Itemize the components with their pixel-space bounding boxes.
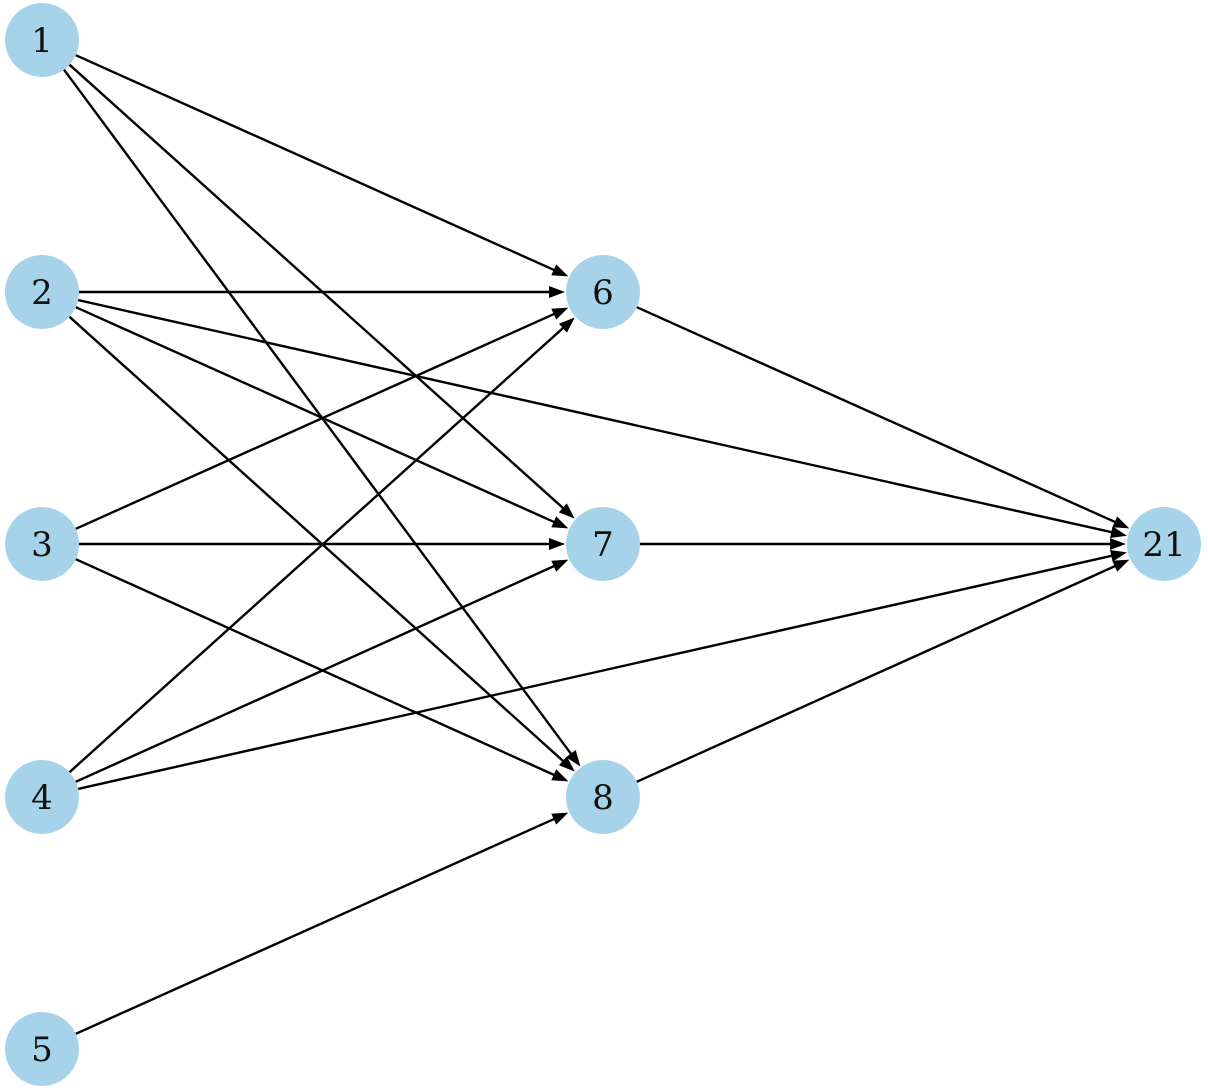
edge-7-to-21 — [640, 538, 1126, 550]
node-label: 2 — [31, 273, 53, 313]
edge-line — [63, 68, 573, 756]
edge-line — [77, 298, 1114, 534]
node-3: 3 — [5, 507, 79, 581]
edge-3-to-6 — [75, 307, 569, 530]
edge-line — [75, 312, 557, 530]
nodes-layer: 1 2 3 4 5 6 7 8 21 — [5, 3, 1201, 1086]
node-7: 7 — [566, 507, 640, 581]
node-label: 6 — [592, 273, 614, 313]
node-label: 8 — [592, 778, 614, 818]
node-4: 4 — [5, 760, 79, 834]
arrowhead-icon — [551, 769, 569, 782]
edge-3-to-7 — [79, 538, 565, 550]
arrowhead-icon — [549, 538, 565, 550]
edge-line — [77, 554, 1114, 791]
edge-2-to-6 — [79, 286, 565, 298]
edge-line — [75, 306, 557, 524]
arrowhead-icon — [558, 756, 575, 772]
edge-line — [636, 306, 1118, 524]
arrowhead-icon — [1110, 538, 1126, 550]
edge-8-to-21 — [636, 559, 1130, 783]
node-circle — [5, 760, 79, 834]
edge-3-to-8 — [75, 558, 569, 782]
node-label: 1 — [31, 21, 53, 61]
arrowhead-icon — [551, 812, 569, 825]
edge-2-to-7 — [75, 306, 569, 529]
edge-line — [75, 558, 557, 777]
node-1: 1 — [5, 3, 79, 77]
arrowhead-icon — [1112, 516, 1130, 529]
edge-5-to-8 — [75, 812, 569, 1035]
node-5: 5 — [5, 1012, 79, 1086]
edge-4-to-6 — [68, 317, 575, 774]
edge-2-to-8 — [68, 315, 575, 772]
node-8: 8 — [566, 760, 640, 834]
arrowhead-icon — [1110, 550, 1127, 562]
node-circle — [5, 3, 79, 77]
edge-line — [68, 63, 566, 511]
node-21: 21 — [1127, 507, 1201, 581]
edge-2-to-21 — [77, 298, 1127, 538]
edge-line — [75, 54, 557, 272]
edge-6-to-21 — [636, 306, 1130, 529]
node-circle — [5, 1012, 79, 1086]
node-circle — [5, 507, 79, 581]
node-6: 6 — [566, 255, 640, 329]
node-label: 5 — [31, 1030, 53, 1070]
edge-line — [68, 325, 566, 774]
edge-1-to-7 — [68, 63, 575, 519]
arrowhead-icon — [551, 264, 569, 277]
node-circle — [1127, 507, 1201, 581]
arrowhead-icon — [551, 559, 569, 572]
edges-layer — [63, 54, 1130, 1035]
node-2: 2 — [5, 255, 79, 329]
node-circle — [5, 255, 79, 329]
edge-line — [75, 564, 557, 783]
edge-line — [636, 564, 1118, 783]
node-circle — [566, 255, 640, 329]
arrowhead-icon — [566, 750, 581, 767]
node-label: 4 — [31, 778, 53, 818]
edge-line — [68, 315, 566, 764]
arrowhead-icon — [1112, 559, 1130, 572]
node-label: 7 — [592, 525, 614, 565]
arrowhead-icon — [558, 503, 575, 519]
edge-1-to-8 — [63, 68, 581, 767]
arrowhead-icon — [558, 317, 575, 333]
arrowhead-icon — [551, 307, 569, 320]
edge-line — [75, 817, 557, 1035]
edge-1-to-6 — [75, 54, 569, 277]
node-circle — [566, 507, 640, 581]
arrowhead-icon — [1110, 526, 1127, 538]
arrowhead-icon — [549, 286, 565, 298]
node-circle — [566, 760, 640, 834]
arrowhead-icon — [551, 516, 569, 529]
node-label: 21 — [1142, 525, 1185, 565]
edge-4-to-7 — [75, 559, 569, 783]
node-label: 3 — [31, 525, 53, 565]
edge-4-to-21 — [77, 550, 1127, 791]
